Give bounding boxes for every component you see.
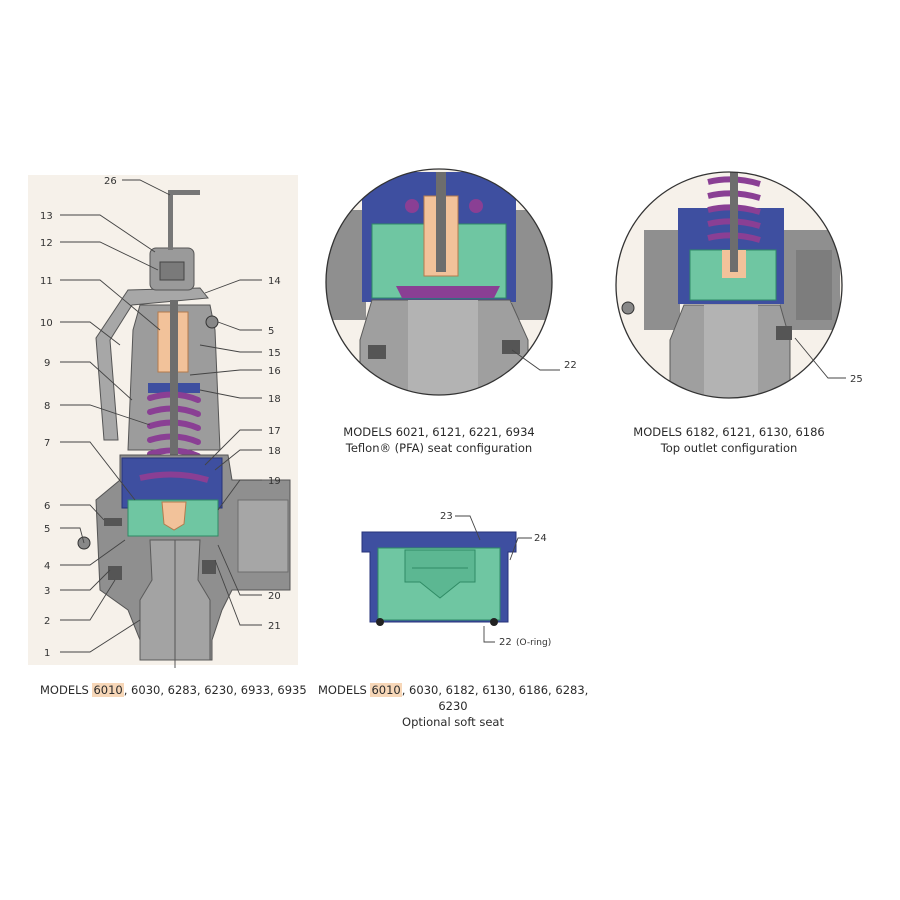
callout-4: 4 (44, 561, 50, 572)
callout-22-teflon: 22 (564, 360, 577, 371)
callout-17: 17 (268, 426, 281, 437)
soft-seat-view-caption: MODELS 6010, 6030, 6182, 6130, 6186, 628… (318, 682, 588, 730)
soft-seat-view: 23 24 22 (O-ring) (361, 511, 551, 648)
teflon-body-left (326, 210, 366, 320)
top-outlet-circle-border (615, 171, 843, 399)
callout-14: 14 (268, 276, 281, 287)
callout-12: 12 (40, 238, 53, 249)
teflon-seat-view: 22 (325, 168, 577, 396)
teflon-spring-coil-right (469, 199, 483, 213)
callout-3: 3 (44, 586, 50, 597)
seal-wire-upper (205, 315, 219, 329)
teflon-bolt-right (502, 340, 520, 354)
teflon-circle-border (325, 168, 553, 396)
callout-21: 21 (268, 621, 281, 632)
top-outlet-caption-description: Top outlet configuration (660, 441, 798, 455)
callout-23: 23 (440, 511, 453, 522)
main-cutaway-view: 26 13 12 11 10 9 8 7 6 5 4 3 2 1 14 5 15… (28, 175, 298, 668)
test-lever-rod (168, 190, 200, 250)
callout-7: 7 (44, 438, 50, 449)
lift-lever (95, 287, 209, 441)
soft-seat-caption-highlight: 6010 (370, 683, 402, 697)
top-outlet-seal-wire (621, 301, 635, 315)
top-outlet-view-caption: MODELS 6182, 6121, 6130, 6186 Top outlet… (629, 424, 829, 456)
callout-11: 11 (40, 276, 53, 287)
callout-15: 15 (268, 348, 281, 359)
main-view-caption: MODELS 6010, 6030, 6283, 6230, 6933, 693… (40, 682, 307, 698)
callout-13: 13 (40, 211, 53, 222)
top-outlet-bolt (776, 326, 792, 340)
main-caption-rest: , 6030, 6283, 6230, 6933, 6935 (123, 683, 307, 697)
stem (170, 300, 178, 510)
adjusting-ring-pin (104, 518, 122, 526)
soft-seat-caption-description: Optional soft seat (402, 715, 504, 729)
body-bolt-left (108, 566, 122, 580)
teflon-view-caption: MODELS 6021, 6121, 6221, 6934 Teflon® (P… (339, 424, 539, 456)
top-outlet-leader-25 (794, 337, 846, 379)
main-callout-numbers: 26 13 12 11 10 9 8 7 6 5 4 3 2 1 14 5 15… (40, 176, 281, 659)
soft-seat-caption-prefix: MODELS (318, 683, 371, 697)
teflon-leader-22 (511, 349, 560, 371)
callout-2: 2 (44, 616, 50, 627)
teflon-bore (408, 300, 478, 395)
outlet-port (237, 499, 289, 573)
callout-20: 20 (268, 591, 281, 602)
callout-18-upper: 18 (268, 394, 281, 405)
main-leader-lines (60, 179, 262, 653)
callout-5-upper: 5 (268, 326, 274, 337)
callout-26: 26 (104, 176, 117, 187)
teflon-stem (436, 172, 446, 272)
callout-18-lower: 18 (268, 446, 281, 457)
body-bolt-right (202, 560, 216, 574)
teflon-spring-coil-left (405, 199, 419, 213)
teflon-seat (396, 286, 500, 298)
top-outlet-caption-models: MODELS 6182, 6121, 6130, 6186 (633, 425, 825, 439)
callout-22-oring: 22 (499, 637, 512, 648)
teflon-bolt-left (368, 345, 386, 359)
callout-6: 6 (44, 501, 50, 512)
callout-25: 25 (850, 374, 863, 385)
main-caption-prefix: MODELS (40, 683, 93, 697)
soft-seat-oring-left (376, 618, 384, 626)
teflon-caption-models: MODELS 6021, 6121, 6221, 6934 (343, 425, 535, 439)
main-caption-highlight: 6010 (92, 683, 124, 697)
callout-5-lower: 5 (44, 524, 50, 535)
cap-nut (159, 261, 185, 281)
top-outlet-stem (730, 172, 738, 272)
top-outlet-port (796, 250, 832, 320)
callout-16: 16 (268, 366, 281, 377)
spring-lower-coils (139, 471, 209, 483)
teflon-caption-description: Teflon® (PFA) seat configuration (345, 441, 533, 455)
callout-10: 10 (40, 318, 53, 329)
soft-seat-leaders (455, 515, 532, 643)
top-outlet-bore (704, 305, 758, 398)
soft-seat-caption-rest: , 6030, 6182, 6130, 6186, 6283, (401, 683, 589, 697)
soft-seat-caption-models-cont: 6230 (438, 699, 468, 713)
top-outlet-body-left (644, 230, 680, 330)
soft-seat-disc (404, 549, 476, 599)
callout-19: 19 (268, 476, 281, 487)
top-outlet-view: 25 (615, 171, 863, 399)
soft-seat-caption-models: MODELS 6010, 6030, 6182, 6130, 6186, 628… (318, 682, 588, 698)
callout-9: 9 (44, 358, 50, 369)
disc (161, 501, 187, 531)
callout-24: 24 (534, 533, 547, 544)
oring-label: (O-ring) (516, 638, 551, 648)
soft-seat-oring-right (490, 618, 498, 626)
callout-8: 8 (44, 401, 50, 412)
callout-1: 1 (44, 648, 50, 659)
